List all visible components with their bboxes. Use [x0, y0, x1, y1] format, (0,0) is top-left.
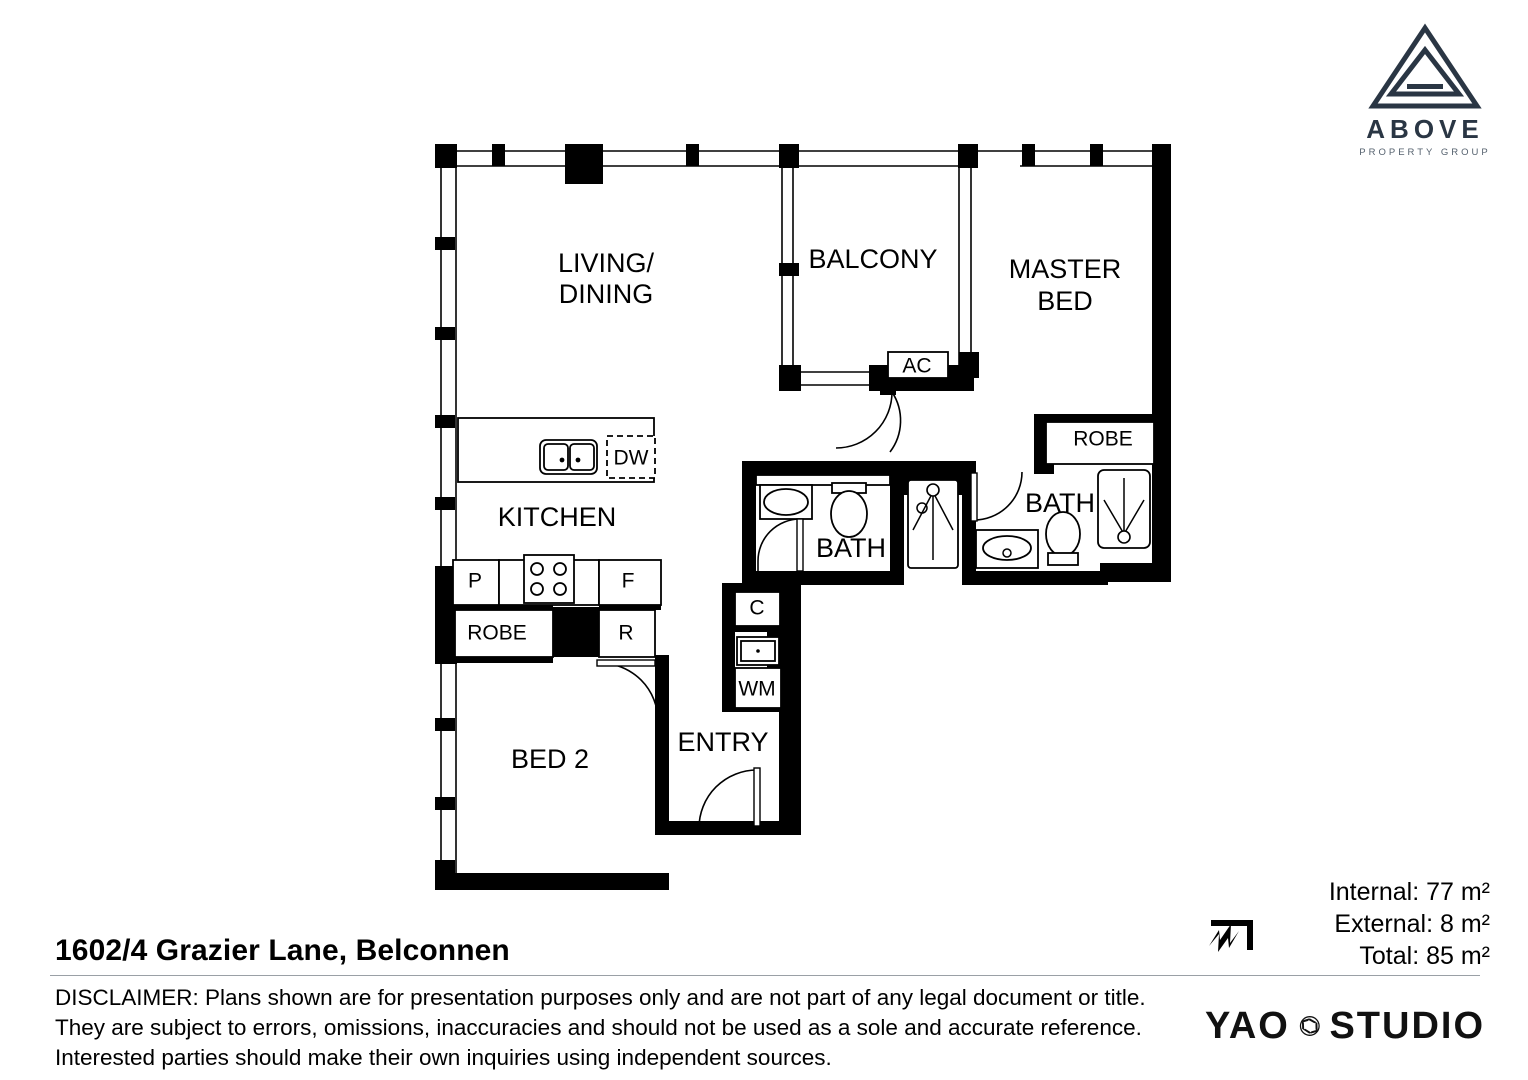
- sink-tap-right: [575, 457, 581, 463]
- toilet-base-ensuite: [1047, 552, 1079, 566]
- camera-aperture-icon: [1299, 1016, 1320, 1036]
- studio-word-studio: STUDIO: [1329, 1005, 1485, 1047]
- north-arrow-icon: [1209, 920, 1253, 952]
- fridge-cell: [598, 559, 662, 606]
- cooktop: [523, 554, 575, 604]
- toilet-main: [830, 490, 868, 538]
- fixture-label-robe-bed2: ROBE: [467, 622, 527, 645]
- shower-spray-ensuite: [1103, 478, 1145, 535]
- fixture-label-cupboard: C: [749, 597, 764, 620]
- floor-plan-drawing: LIVING/ DINING KITCHEN BALCONY MASTER BE…: [435, 144, 1171, 890]
- area-schedule: Internal: 77 m² External: 8 m² Total: 85…: [1220, 876, 1490, 972]
- cupboard-cell: [734, 591, 781, 627]
- r-cell: [598, 609, 656, 658]
- kitchen-sink: [539, 439, 598, 475]
- basin-main: [763, 488, 809, 516]
- title-divider: [50, 975, 1480, 976]
- dishwasher-outline: [606, 435, 656, 479]
- brand-subtitle: PROPERTY GROUP: [1359, 147, 1491, 158]
- fixture-label-ac: AC: [902, 355, 931, 378]
- main-bath-fixtures: [755, 474, 959, 569]
- floor-plan: LIVING/ DINING KITCHEN BALCONY MASTER BE…: [435, 144, 1171, 890]
- room-label-entry: ENTRY: [677, 727, 768, 757]
- room-label-balcony: BALCONY: [808, 244, 937, 274]
- room-label-bath-main: BATH: [816, 533, 886, 563]
- robe-bed2-cell: [454, 609, 554, 658]
- fixture-label-dw: DW: [614, 447, 649, 470]
- door-swings: [596, 391, 1023, 829]
- area-internal: Internal: 77 m²: [1328, 878, 1490, 906]
- room-label-kitchen: KITCHEN: [498, 502, 617, 532]
- brand-name: ABOVE: [1366, 114, 1484, 144]
- fixture-label-r: R: [618, 622, 633, 645]
- disclaimer-line-3: Interested parties should make their own…: [55, 1044, 832, 1070]
- room-label-dining: DINING: [559, 279, 654, 309]
- shower-head-main: [926, 483, 940, 497]
- basin-plug-ensuite: [1002, 548, 1012, 558]
- room-label-bath-ensuite: BATH: [1025, 488, 1095, 518]
- triangle-a-logo-icon: [1368, 23, 1482, 109]
- page-title: 1602/4 Grazier Lane, Belconnen: [55, 934, 510, 967]
- studio-word-yao: YAO: [1205, 1005, 1290, 1047]
- room-label-living: LIVING/: [558, 248, 655, 278]
- fixture-label-fridge: F: [622, 570, 635, 593]
- robe-master-cell: [1045, 421, 1155, 465]
- disclaimer-text: DISCLAIMER: Plans shown are for presenta…: [55, 983, 1165, 1073]
- room-label-bed2: BED 2: [511, 744, 589, 774]
- shower-spray-main: [912, 491, 954, 560]
- fixture-label-wm: WM: [738, 678, 775, 701]
- area-total: Total: 85 m²: [1359, 942, 1490, 970]
- tub-drain-dot: [756, 649, 760, 653]
- area-external: External: 8 m²: [1334, 910, 1490, 938]
- shower-head-ensuite: [1117, 530, 1131, 544]
- fixture-label-robe-master: ROBE: [1073, 428, 1133, 451]
- disclaimer-line-1: DISCLAIMER: Plans shown are for presenta…: [55, 985, 1146, 1010]
- room-label-master-2: BED: [1037, 286, 1093, 316]
- room-label-master-1: MASTER: [1009, 254, 1122, 284]
- disclaimer-line-2: They are subject to errors, omissions, i…: [55, 1014, 1142, 1040]
- ac-unit: [887, 351, 949, 379]
- basin-ensuite: [982, 535, 1032, 561]
- brand-logo: ABOVE PROPERTY GROUP: [1332, 22, 1518, 168]
- studio-logo: YAO STUDIO: [1205, 1000, 1485, 1052]
- toilet-ensuite: [1045, 511, 1081, 557]
- washing-machine: [734, 667, 782, 709]
- sink-tap-left: [559, 457, 565, 463]
- fixture-label-pantry: P: [468, 570, 482, 593]
